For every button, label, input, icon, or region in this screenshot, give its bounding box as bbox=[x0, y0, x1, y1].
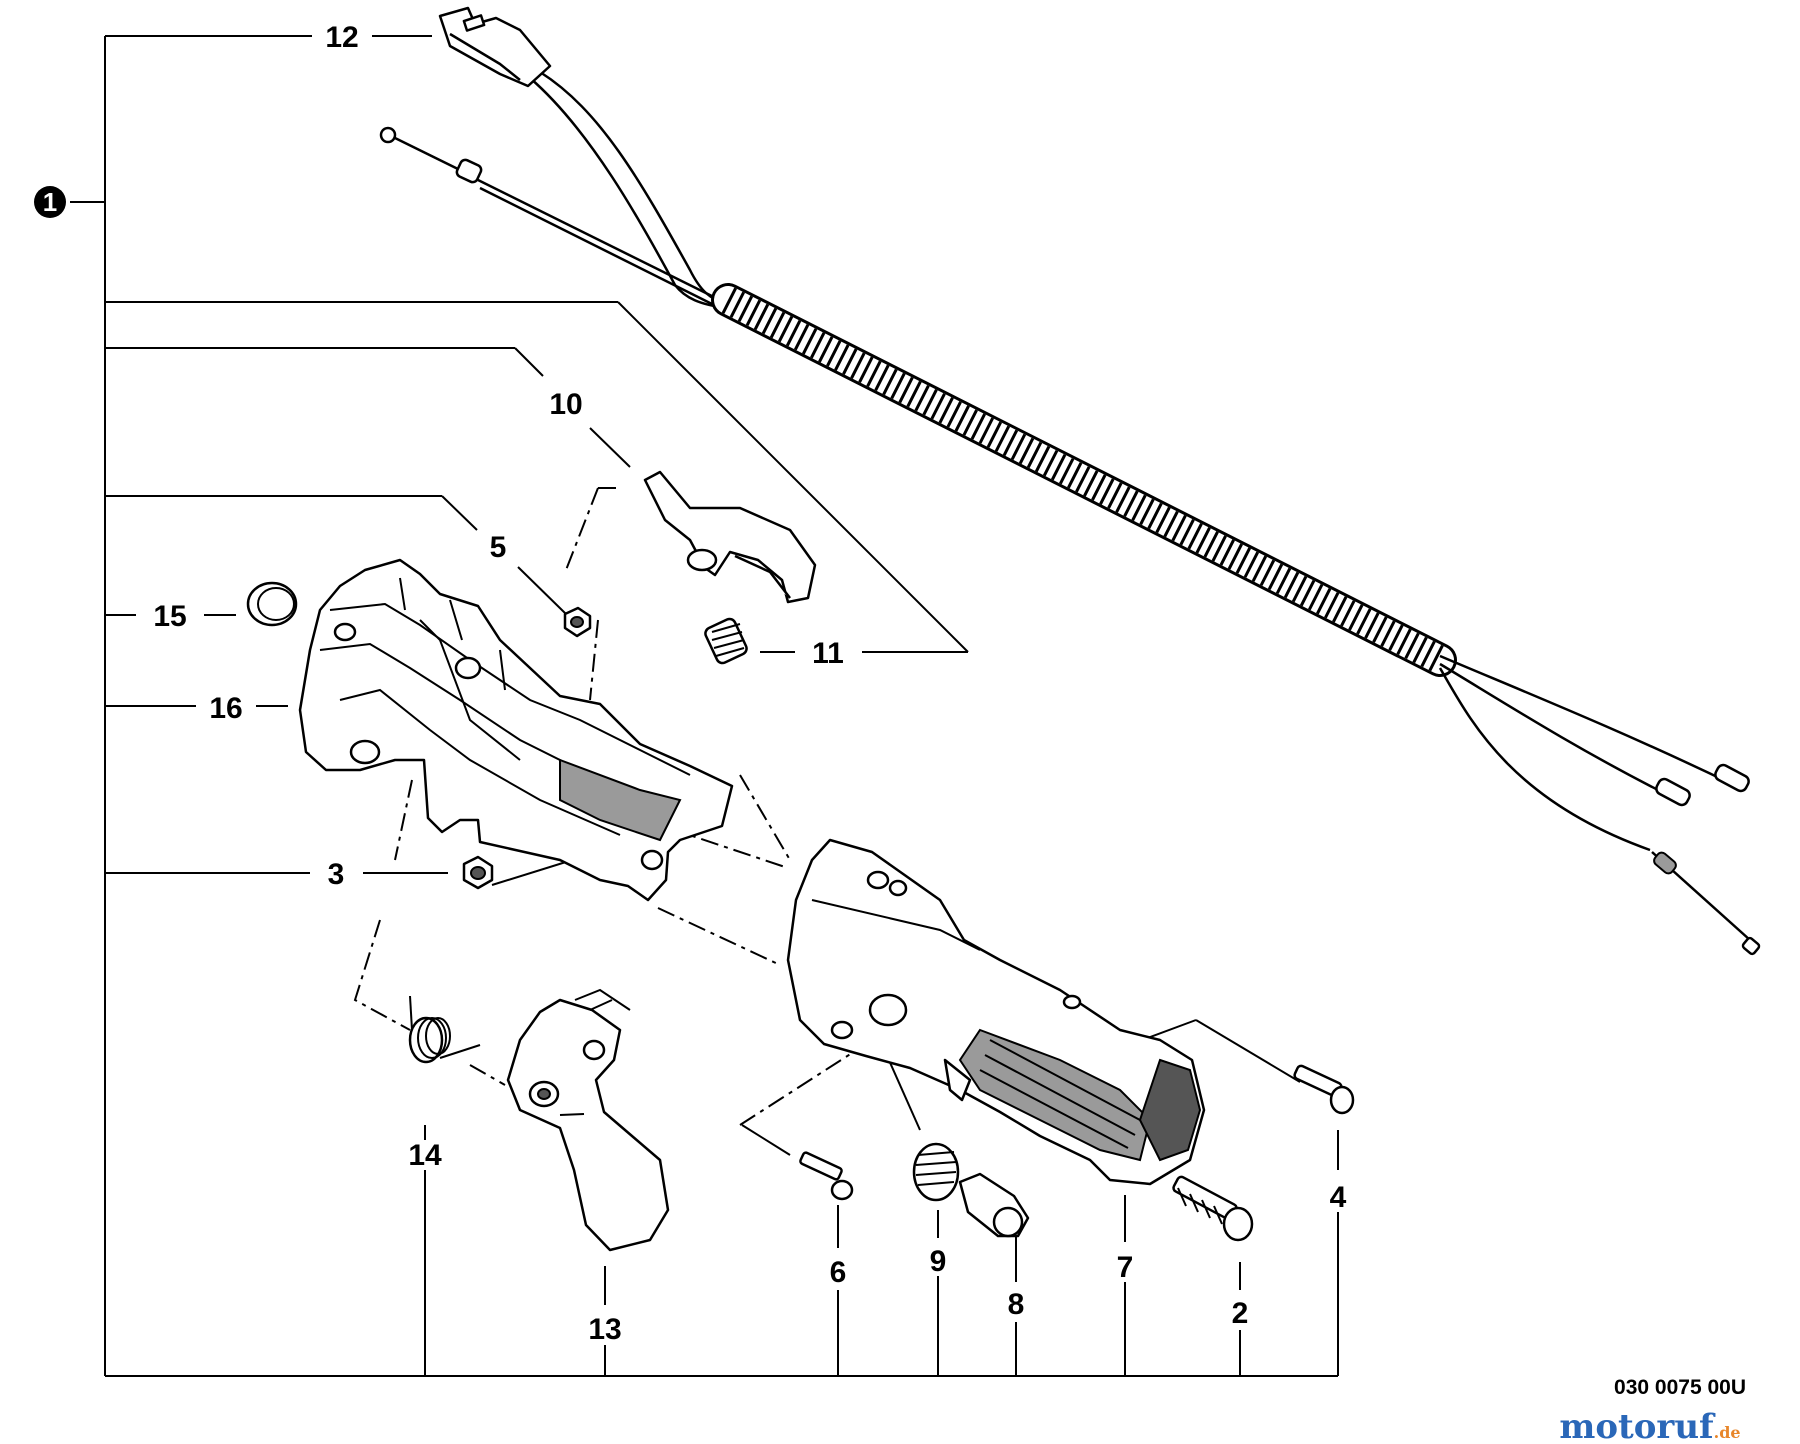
callout-4: 4 bbox=[1330, 1181, 1347, 1214]
pin-8 bbox=[958, 1172, 1030, 1238]
callout-11: 11 bbox=[812, 637, 844, 670]
throttle-lock-lever bbox=[643, 470, 817, 604]
handle-housing-left bbox=[298, 558, 734, 902]
callout-5: 5 bbox=[490, 531, 507, 564]
callout-1: 1 bbox=[43, 187, 57, 217]
callout-13: 13 bbox=[588, 1313, 621, 1346]
screw-2 bbox=[1172, 1175, 1254, 1242]
callout-12: 12 bbox=[325, 21, 358, 54]
assembly-number-badge bbox=[34, 186, 66, 218]
torsion-spring bbox=[408, 995, 481, 1064]
callout-3: 3 bbox=[328, 858, 345, 891]
callout-15: 15 bbox=[153, 600, 186, 633]
callout-8: 8 bbox=[1008, 1288, 1025, 1321]
callout-10: 10 bbox=[549, 388, 582, 421]
callout-7: 7 bbox=[1117, 1251, 1134, 1284]
screw-4 bbox=[1293, 1064, 1355, 1115]
callout-16: 16 bbox=[209, 692, 242, 725]
watermark-main: motoruf bbox=[1559, 1407, 1716, 1444]
throttle-cable bbox=[379, 70, 1761, 956]
assembly-axis-lines bbox=[353, 487, 881, 1126]
screw-6 bbox=[799, 1151, 854, 1201]
stop-switch-connector bbox=[438, 6, 552, 88]
svg-text:motoruf.de: motoruf.de bbox=[1559, 1407, 1740, 1444]
handle-housing-right bbox=[786, 838, 1206, 1186]
diagram-code: 030 0075 00U bbox=[1614, 1376, 1746, 1399]
leader-lines bbox=[70, 35, 1339, 1377]
nut-5 bbox=[563, 606, 592, 638]
callout-9: 9 bbox=[930, 1245, 947, 1278]
spring-11 bbox=[704, 617, 748, 665]
watermark-suffix: .de bbox=[1714, 1423, 1741, 1442]
callout-14: 14 bbox=[408, 1139, 442, 1172]
spring-9 bbox=[912, 1142, 960, 1202]
watermark-logo: motoruf.de bbox=[1559, 1407, 1740, 1444]
callout-2: 2 bbox=[1232, 1297, 1249, 1330]
nut-3 bbox=[462, 855, 494, 890]
throttle-trigger bbox=[506, 988, 670, 1252]
plug-15 bbox=[246, 581, 298, 627]
callout-labels: 1 12 10 5 15 11 16 3 14 4 9 6 7 8 2 13 bbox=[34, 21, 1347, 1346]
callout-6: 6 bbox=[830, 1256, 847, 1289]
